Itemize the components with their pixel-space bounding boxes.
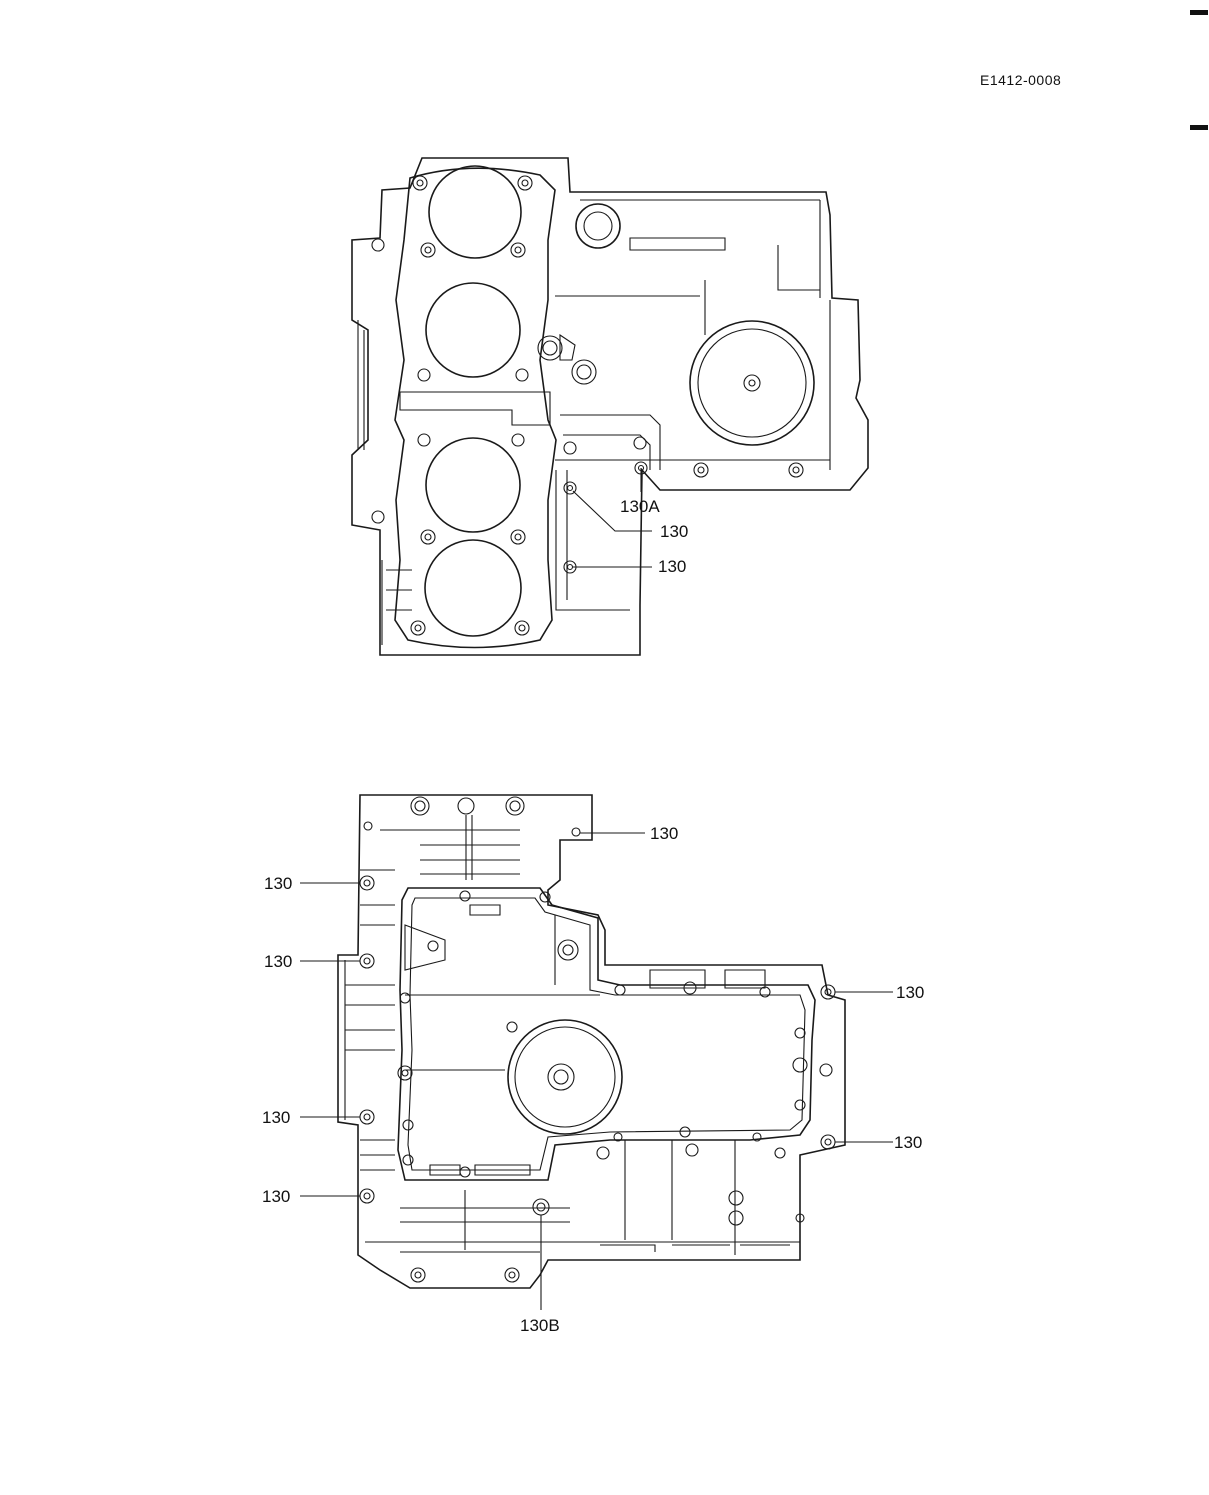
lower-top-ribs: [380, 815, 520, 880]
callout-130A: 130A: [620, 497, 660, 516]
upper-oil-bosses: [537, 333, 597, 385]
margin-mark-top: [1190, 10, 1208, 15]
upper-bolt-holes: [563, 436, 804, 574]
callout-130: 130: [262, 1187, 290, 1206]
upper-outline: [351, 157, 869, 656]
upper-clutch-cover: [689, 320, 815, 446]
lower-top-bosses: [363, 796, 581, 837]
lower-bottom-ribs: [360, 1139, 800, 1255]
upper-stud-holes: [371, 175, 533, 636]
callout-130: 130: [264, 874, 292, 893]
lower-oil-pump-cover: [507, 1019, 623, 1135]
cylinder-bore-2: [425, 282, 521, 378]
callout-130: 130: [894, 1133, 922, 1152]
upper-left-fins: [357, 320, 412, 645]
lower-crankcase-view: 130 130 130 130 130 130 130 130B: [262, 794, 924, 1335]
callout-130: 130: [658, 557, 686, 576]
callout-130: 130: [650, 824, 678, 843]
lower-bolt-holes: [359, 875, 836, 1283]
callout-130: 130: [262, 1108, 290, 1127]
document-id: E1412-0008: [980, 72, 1062, 88]
cylinder-bore-1: [428, 165, 522, 259]
upper-leader-130-1: [572, 490, 652, 532]
upper-right-ribs: [555, 199, 821, 335]
cylinder-bore-4: [424, 539, 522, 637]
lower-gasket-outline: [397, 887, 816, 1181]
upper-bearing-boss: [575, 203, 621, 249]
callout-130: 130: [896, 983, 924, 1002]
lower-right-chamber: [649, 969, 766, 989]
lower-left-side: [344, 869, 395, 1120]
lower-chamber-details: [404, 904, 600, 1071]
callout-130: 130: [660, 522, 688, 541]
callout-130B: 130B: [520, 1316, 560, 1335]
upper-crankcase-view: 130A 130 130: [351, 157, 869, 656]
upper-lower-frame: [555, 300, 831, 470]
cylinder-bore-3: [425, 437, 521, 533]
lower-outline: [337, 794, 846, 1289]
margin-mark-middle: [1190, 125, 1208, 130]
upper-gasket-outline: [394, 167, 557, 649]
callout-130: 130: [264, 952, 292, 971]
upper-coolant-slot: [399, 391, 551, 426]
